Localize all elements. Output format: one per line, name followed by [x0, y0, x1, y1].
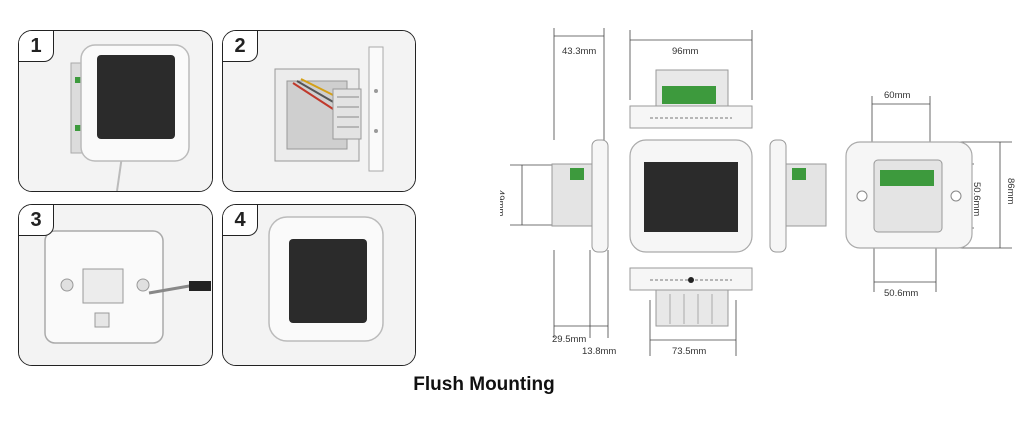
back-view — [845, 141, 973, 249]
dim-back-bottom-width: 50.6mm — [884, 288, 918, 299]
right-side-view — [769, 139, 827, 253]
bottom-view — [629, 267, 753, 327]
dim-bottom-depth-b: 13.8mm — [582, 346, 616, 357]
step-number-2: 2 — [223, 31, 258, 62]
step-1-panel: 1 — [18, 30, 213, 192]
step-2-panel: 2 — [222, 30, 416, 192]
dim-front-height: 49mm — [500, 190, 506, 216]
step-3-panel: 3 — [18, 204, 213, 366]
dim-back-top-width: 60mm — [884, 90, 910, 101]
dim-bottom-width: 73.5mm — [672, 346, 706, 357]
dimension-drawing: 43.3mm 96mm 49mm 29.5mm 13.8mm 73.5mm 60… — [500, 28, 1016, 357]
step-number-4: 4 — [223, 205, 258, 236]
front-view — [629, 139, 753, 253]
left-side-view — [551, 139, 609, 253]
dim-back-inner-height: 50.6mm — [971, 182, 982, 216]
dim-back-height: 86mm — [1005, 178, 1016, 204]
thermostat-angled-illustration — [19, 31, 212, 191]
top-view — [629, 69, 753, 129]
step-4-panel: 4 — [222, 204, 416, 366]
dim-bottom-depth-a: 29.5mm — [552, 334, 586, 345]
step-number-1: 1 — [19, 31, 54, 62]
step-number-3: 3 — [19, 205, 54, 236]
dim-top-width: 96mm — [672, 46, 698, 57]
caption: Flush Mounting — [413, 374, 555, 395]
dim-side-depth: 43.3mm — [562, 46, 596, 57]
